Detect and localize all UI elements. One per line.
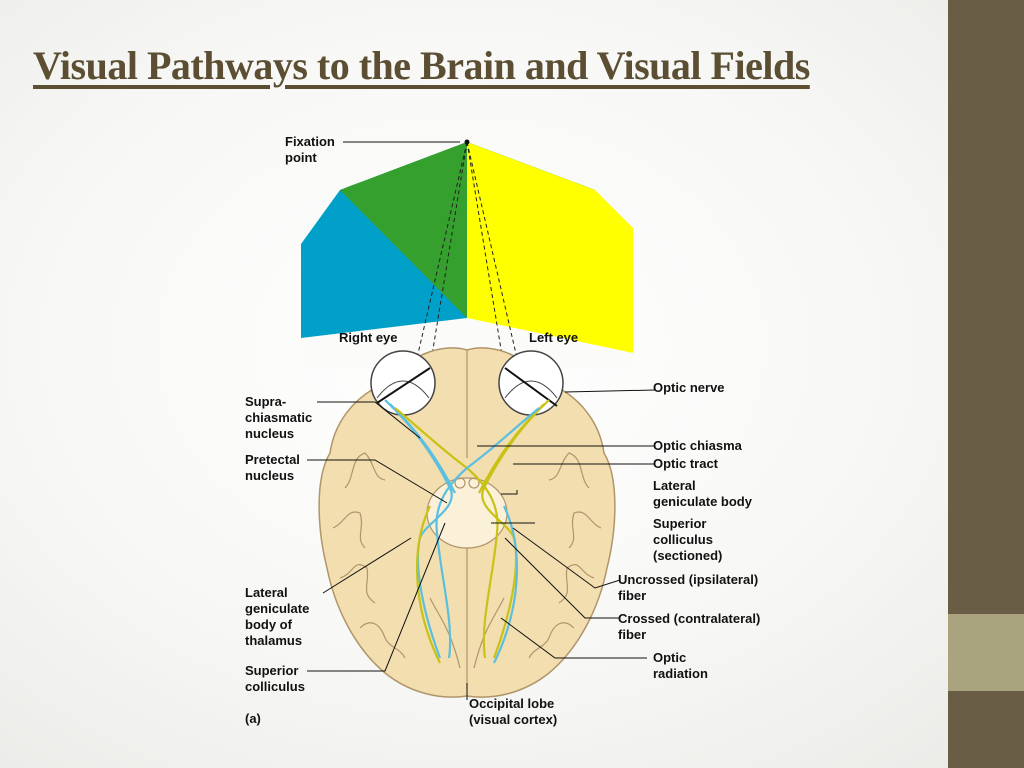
- right-eyeball: [370, 350, 436, 416]
- field-lower-mask: [301, 318, 633, 368]
- label-crossed-fiber: Crossed (contralateral)fiber: [618, 611, 760, 642]
- label-right-eye: Right eye: [339, 330, 398, 345]
- outer-radiation-fibers: [416, 505, 518, 664]
- fixation-point-dot: [464, 139, 470, 145]
- label-left-eye: Left eye: [529, 330, 578, 345]
- right-visual-field: [467, 142, 633, 353]
- label-panel-a: (a): [245, 711, 261, 726]
- leader-lines: [307, 141, 656, 700]
- label-optic-tract: Optic tract: [653, 456, 719, 471]
- sidebar-accent-block: [948, 614, 1024, 691]
- label-occipital-lobe: Occipital lobe(visual cortex): [469, 696, 557, 727]
- label-optic-chiasma: Optic chiasma: [653, 438, 743, 453]
- left-eyeball: [498, 350, 564, 416]
- label-optic-nerve: Optic nerve: [653, 380, 725, 395]
- crossed-fibers-left: [435, 399, 550, 659]
- label-uncrossed-fiber: Uncrossed (ipsilateral)fiber: [618, 572, 758, 603]
- slide-title: Visual Pathways to the Brain and Visual …: [33, 43, 810, 88]
